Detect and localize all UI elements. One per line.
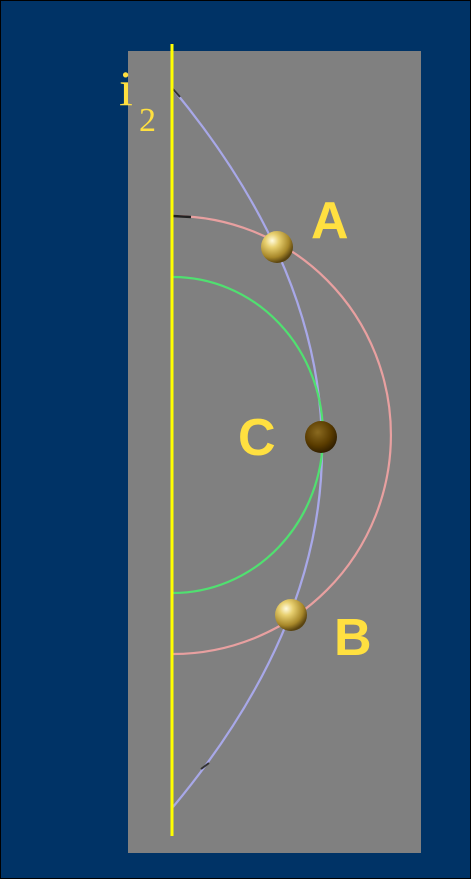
outer-arc-tick-top [172,88,181,98]
outer-arc-tick-bottom [200,762,210,770]
sphere-a [261,231,293,263]
axis-label-subscript: 2 [139,102,156,139]
axis-label-i: i [119,60,133,116]
label-b: B [334,609,372,667]
grey-panel [128,51,421,853]
middle-arc-tick [172,214,192,219]
sphere-b [275,599,307,631]
sphere-c [305,421,337,453]
label-c: C [238,409,276,467]
label-a: A [311,192,349,250]
